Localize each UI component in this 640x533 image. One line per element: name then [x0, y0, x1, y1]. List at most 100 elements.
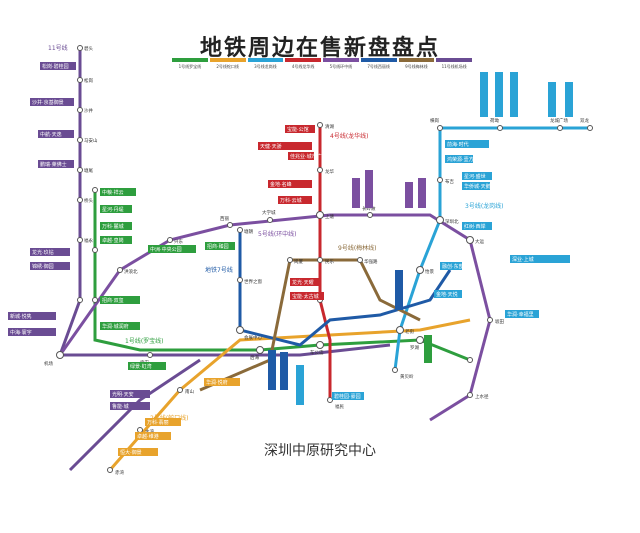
line5-label: 5号线(环中线): [258, 230, 297, 238]
station-marker: [77, 167, 83, 173]
legend-swatch: [247, 58, 284, 62]
project-tag-box: [110, 402, 150, 410]
project-tag: 恒大·御景: [120, 449, 142, 456]
station-marker: [392, 367, 398, 373]
station-marker: [77, 77, 83, 83]
station-marker: [227, 222, 233, 228]
project-tag-box: [395, 270, 403, 310]
legend-label: 5号线环中线: [329, 64, 353, 69]
project-tag-box: [405, 182, 413, 208]
station-marker: [416, 336, 424, 344]
station-marker: [316, 341, 324, 349]
station-marker: [487, 317, 493, 323]
station-label: 沙井: [84, 107, 93, 114]
project-tag: 中航·天逸: [40, 131, 62, 138]
legend-swatch: [398, 58, 435, 62]
station-marker: [317, 257, 323, 263]
station-label: 华强路: [364, 258, 378, 265]
project-tag-box: [100, 236, 132, 244]
station-marker: [177, 387, 183, 393]
project-tag: 中粮·祥云: [102, 189, 124, 196]
station-label: 西丽: [220, 216, 229, 222]
project-tag-box: [268, 180, 312, 188]
station-label: 坂田: [495, 318, 504, 325]
station-label: 福民: [335, 403, 344, 410]
station-marker: [92, 187, 98, 193]
station-marker: [287, 257, 293, 263]
station-label: 世界之窗: [244, 278, 262, 285]
station-label: 岗厦: [294, 258, 303, 265]
station-label: 机场: [44, 360, 53, 367]
legend-item-line1: 1号线罗宝线: [172, 58, 208, 70]
line11-track: [57, 48, 391, 357]
project-tag-box: [462, 222, 492, 230]
legend-item-line4: 4号线龙华线: [285, 58, 321, 70]
station-marker: [237, 227, 243, 233]
project-tag-box: [40, 62, 76, 70]
station-marker: [92, 297, 98, 303]
project-tag-box: [424, 335, 432, 363]
project-tag: 万科·翡丽: [147, 419, 169, 426]
line1-label: 1号线(罗宝线): [125, 337, 164, 345]
project-tag-box: [290, 292, 324, 300]
line-legend: 1号线罗宝线 2号线蛇口线 3号线龙岗线 4号线龙华线 5号线环中线 7号线西丽…: [172, 58, 472, 70]
station-label: 大运: [475, 238, 484, 245]
project-tag-box: [332, 392, 364, 400]
project-tag: 新城·悦隽: [10, 313, 32, 320]
station-marker: [267, 217, 273, 223]
station-marker: [92, 247, 98, 253]
project-tag: 宝能·公馆: [287, 126, 309, 133]
station-label: 老街: [405, 328, 414, 335]
station-marker: [497, 125, 503, 131]
project-tag-box: [100, 205, 132, 213]
legend-swatch: [285, 58, 321, 62]
project-tag: 华润·城润府: [102, 323, 129, 330]
station-marker: [107, 467, 113, 473]
station-marker: [466, 236, 474, 244]
station-marker: [557, 125, 563, 131]
station-marker: [437, 177, 443, 183]
station-label: 上水径: [475, 393, 489, 400]
project-tag-box: [510, 72, 518, 117]
project-tag-box: [480, 72, 488, 117]
project-tag: 星河·丹堤: [102, 206, 124, 213]
station-label: 黄贝岭: [400, 373, 414, 380]
legend-label: 2号线蛇口线: [216, 64, 239, 69]
station-marker: [236, 326, 244, 334]
project-tag-box: [280, 352, 288, 390]
project-tag-box: [290, 278, 320, 286]
project-tag: 招商·双玺: [102, 297, 124, 304]
map-footer: 深圳中原研究中心: [264, 443, 376, 459]
project-tag-box: [505, 310, 539, 318]
line2-track: [108, 318, 471, 471]
station-label: 民乐: [325, 258, 334, 265]
project-tag: 鹏瑞·莱佛士: [40, 161, 67, 168]
station-marker: [77, 107, 83, 113]
station-label: 清湖: [325, 123, 334, 130]
station-label: 车公庙: [310, 349, 324, 356]
station-label: 会展中心: [244, 334, 262, 341]
station-markers: [56, 45, 593, 473]
station-label: 横岗: [430, 117, 439, 124]
project-tag-box: [352, 178, 360, 208]
project-tag: 鸿荣源·壹方: [447, 156, 474, 163]
map-title: 地铁周边在售新盘盘点: [199, 36, 440, 61]
project-tag-box: [145, 418, 181, 426]
station-marker: [77, 137, 83, 143]
project-tag-box: [148, 245, 196, 253]
station-label: 龙城广场: [550, 117, 568, 124]
project-tag: 沙井·京基御景: [32, 99, 64, 106]
project-tag-box: [278, 196, 312, 204]
station-label: 怡景: [425, 268, 434, 275]
project-tag: 松岗·碧桂园: [42, 63, 69, 70]
project-tag-box: [565, 82, 573, 117]
project-tag: 龙光·玖钻: [32, 249, 54, 256]
station-marker: [56, 351, 64, 359]
project-tag: 锦绣·御园: [32, 263, 54, 270]
project-tag: 金地·名峰: [270, 181, 292, 188]
station-label: 福永: [84, 237, 93, 244]
station-label: 双龙: [580, 117, 589, 124]
legend-label: 9号线梅林线: [405, 64, 428, 69]
project-tag-box: [100, 188, 136, 196]
station-label: 南山: [185, 388, 194, 395]
